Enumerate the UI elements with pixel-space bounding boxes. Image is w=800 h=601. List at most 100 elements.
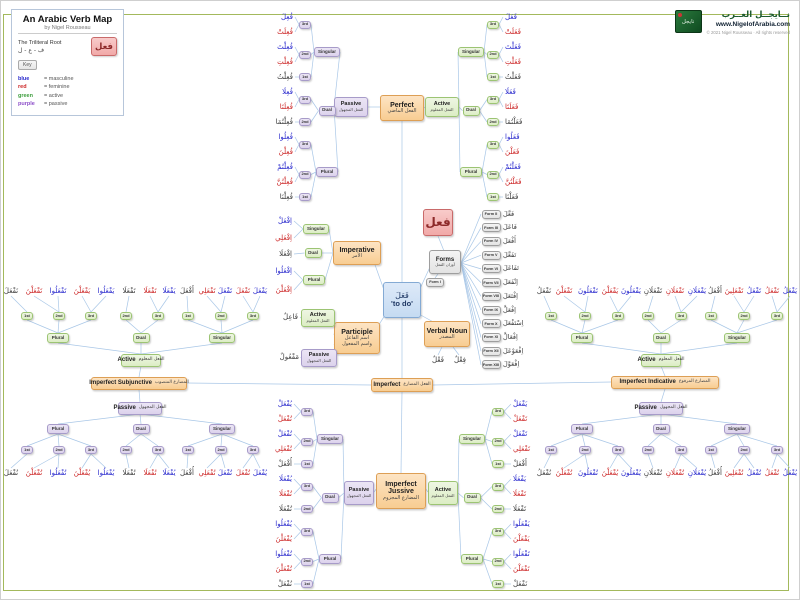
jussive-active-word: تَفْعَلُوا <box>513 549 530 558</box>
person-box-en: 2nd <box>494 505 502 511</box>
person-box-en: 2nd <box>55 446 63 452</box>
jussive-active-word: تَفْعَلِي <box>513 444 531 453</box>
form-chip-en: Form XII <box>483 349 499 354</box>
person-box-en: 3rd <box>489 96 497 102</box>
person-box-en: 2nd <box>581 446 589 452</box>
jussive-active-word: تَفْعَلْ <box>513 429 528 438</box>
number-box: Plural <box>47 424 69 434</box>
person-box: 2nd <box>492 437 504 446</box>
indicative-active-word: تَفْعَلَانِ <box>665 286 685 295</box>
jussive-passive-word: تُفْعَلْنَ <box>275 564 292 573</box>
subjunctive-passive-word: تُفْعَلْنَ <box>25 468 43 477</box>
person-box-en: 1st <box>24 446 30 452</box>
form-word: اِفْعَلَّ <box>503 305 516 314</box>
person-box: 3rd <box>85 312 97 320</box>
form-chip-en: Form X <box>484 321 498 326</box>
subjunctive-active-word: يَفْعَلُوا <box>97 286 115 295</box>
logo-arabic-text: نايجل <box>681 18 695 25</box>
number-box: Plural <box>461 554 483 564</box>
number-box-en: Dual <box>308 249 318 255</box>
form-chip-en: Form III <box>484 225 498 230</box>
person-box: 1st <box>492 460 504 468</box>
form-chip: Form X <box>481 319 501 329</box>
person-box-en: 3rd <box>489 21 497 27</box>
subjunctive-active-word: تَفْعَلَا <box>122 286 136 295</box>
number-box-en: Singular <box>306 225 325 231</box>
form-chip: Form VI <box>481 264 501 274</box>
perfect-passive-word: فُعِلَتَا <box>279 102 293 111</box>
person-box-en: 1st <box>185 312 191 318</box>
number-box-en: Singular <box>320 435 339 441</box>
imperative-word: اِفْعَلُوا <box>275 266 292 275</box>
number-box-en: Dual <box>656 334 666 340</box>
person-box-en: 3rd <box>154 446 162 452</box>
person-box-en: 2nd <box>303 505 311 511</box>
perfect-active-word: فَعَلَ <box>505 12 518 21</box>
subjunctive-passive-word: تُفْعَلَ <box>217 468 233 477</box>
person-box: 3rd <box>299 20 311 29</box>
root-word-chip: فعل <box>91 37 117 56</box>
indicative-passive-word: تُفْعَلَانِ <box>643 468 663 477</box>
legend-item: green= active <box>18 93 117 99</box>
perfect-active-word: فَعَلْنَ <box>505 147 520 156</box>
number-box-en: Plural <box>465 555 479 561</box>
imperative-word: اِفْعَلِي <box>275 233 292 242</box>
poster-subtitle: by Nigel Rousseau <box>44 25 91 31</box>
person-box-en: 2nd <box>644 312 652 318</box>
number-box: Dual <box>318 105 336 116</box>
person-box: 2nd <box>738 312 750 320</box>
person-box-en: 2nd <box>581 312 589 318</box>
person-box-en: 2nd <box>217 446 225 452</box>
forms-box-ar: أوزان الفعل <box>435 262 455 268</box>
person-box: 1st <box>21 312 33 320</box>
number-box: Plural <box>571 333 593 343</box>
perfect-passive-word: فُعِلُوا <box>278 132 293 141</box>
legend-divider <box>18 33 117 34</box>
number-box-en: Singular <box>727 425 746 431</box>
jussive-active-word: أَفْعَلْ <box>513 459 527 468</box>
perfect-box-ar: الفعل الماضي <box>387 108 417 115</box>
number-box: Plural <box>47 333 69 343</box>
person-box: 3rd <box>299 95 311 104</box>
person-box-en: 2nd <box>489 51 497 57</box>
person-box: 2nd <box>579 446 591 454</box>
center-verb-box: فَعَلَ'to do' <box>383 282 421 318</box>
root-caption: The Triliteral Root <box>18 39 62 46</box>
jussive-active-word: يَفْعَلْ <box>513 399 528 408</box>
indicative-active-box-ar: الفعل المعلوم <box>658 356 685 362</box>
person-box: 3rd <box>247 446 259 454</box>
person-box: 2nd <box>299 118 311 126</box>
number-box: Plural <box>303 275 325 285</box>
person-box-en: 1st <box>304 580 310 586</box>
subjunctive-active-word: نَفْعَلَ <box>3 286 19 295</box>
person-box: 2nd <box>492 557 504 566</box>
form-word: فَاعَلَ <box>503 223 517 232</box>
person-box-en: 1st <box>548 312 554 318</box>
root-word-box: فعل <box>423 208 453 236</box>
participle-passive-word: مَفْعُولٌ <box>279 352 299 361</box>
number-box: Dual <box>321 492 339 503</box>
legend-term: green <box>18 92 33 99</box>
form-chip-en: Form VII <box>483 280 499 285</box>
person-box: 1st <box>487 193 499 201</box>
form-word: اِسْتَفْعَلَ <box>503 319 524 328</box>
indicative-active-box-en: Active <box>637 356 656 363</box>
person-box: 3rd <box>247 312 259 320</box>
jussive-passive-word: تُفْعَلُوا <box>275 549 292 558</box>
perfect-passive-box-ar: الفعل المجهول <box>338 106 364 112</box>
person-box-en: 1st <box>490 73 496 79</box>
indicative-passive-word: يُفْعَلُ <box>782 468 798 477</box>
form-chip: Form XIII <box>481 360 501 370</box>
person-box: 1st <box>21 446 33 454</box>
person-box-en: 2nd <box>740 312 748 318</box>
jussive-passive-word: نُفْعَلْ <box>277 579 292 588</box>
person-box: 2nd <box>738 446 750 454</box>
number-box-en: Plural <box>575 334 589 340</box>
jussive-passive-word: تُفْعَلْ <box>277 414 292 423</box>
person-box-en: 3rd <box>614 446 622 452</box>
